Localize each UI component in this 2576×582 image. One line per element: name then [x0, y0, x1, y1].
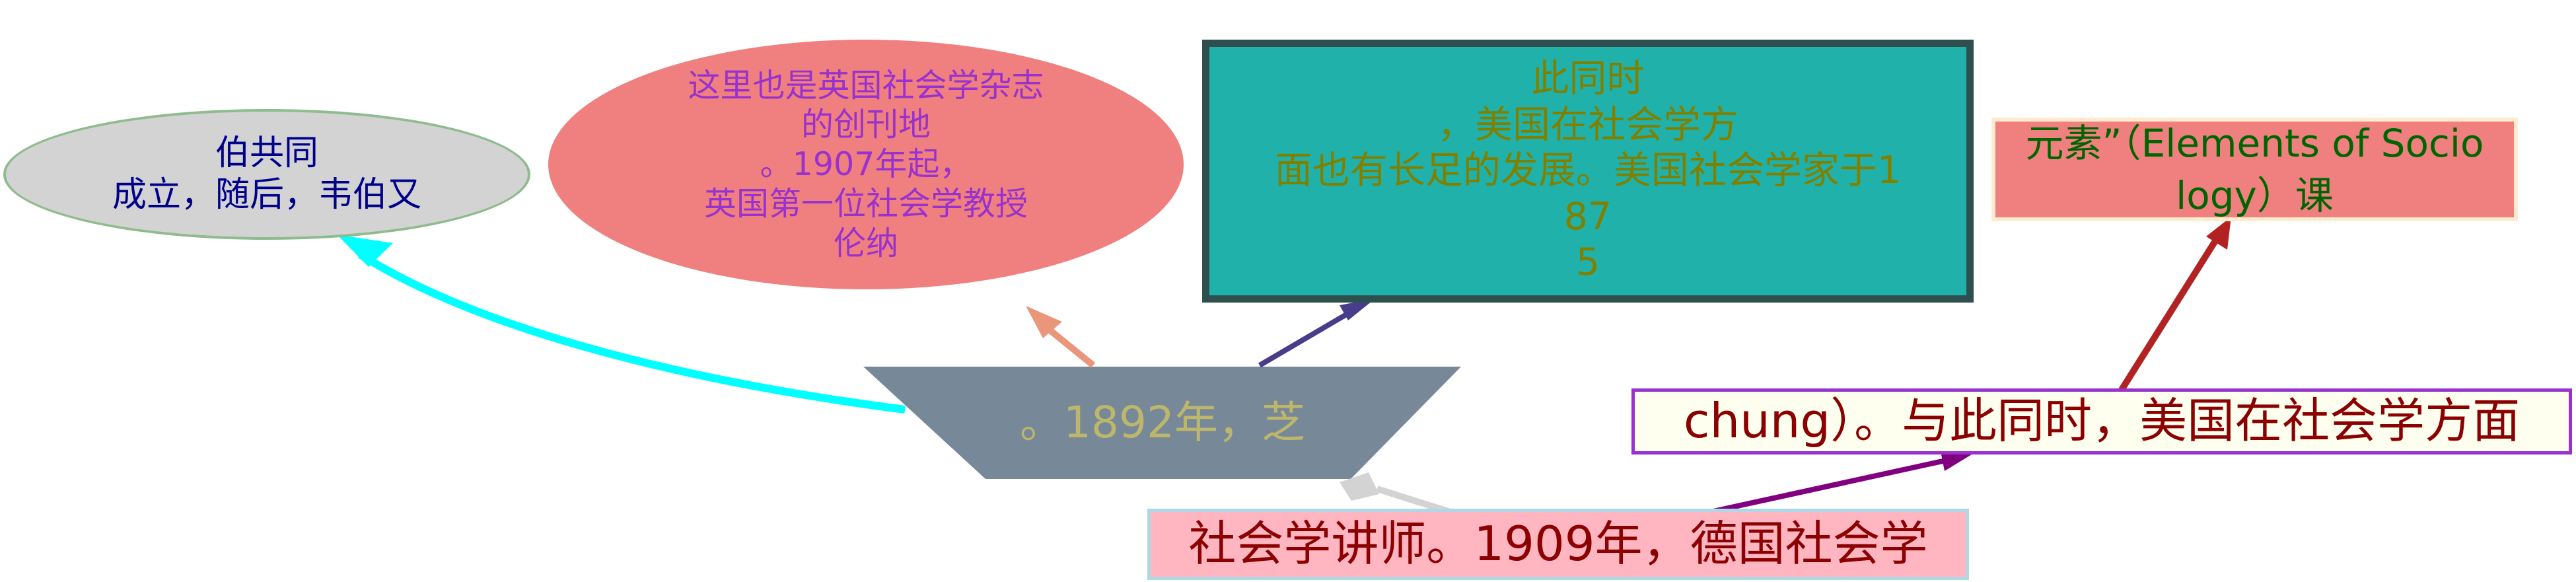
node-pink-box-label: 元素”（Elements of Socio logy）课 — [2025, 121, 2484, 218]
arrowhead-ellipse-red — [1026, 306, 1062, 338]
arrowhead-light-box — [1941, 451, 1972, 471]
node-teal-box-label: 此同时 ，美国在社会学方 面也有长足的发展。美国社会学家于1 87 5 — [1274, 57, 1902, 285]
node-bottom-box: 社会学讲师。1909年，德国社会学 — [1147, 509, 1969, 580]
node-ellipse-grey: 伯共同 成立，随后，韦伯又 — [3, 109, 530, 240]
trapezoid-shape — [863, 367, 1461, 479]
node-ellipse-red-label: 这里也是英国社会学杂志 的创刊地 。1907年起， 英国第一位社会学教授 伦纳 — [688, 66, 1044, 262]
node-teal-box: 此同时 ，美国在社会学方 面也有长足的发展。美国社会学家于1 87 5 — [1202, 40, 1974, 303]
node-trapezoid: 。1892年，芝 — [865, 367, 1460, 479]
edge-bottom-box-to-light-box — [1703, 456, 1952, 516]
node-ellipse-red: 这里也是英国社会学杂志 的创刊地 。1907年起， 英国第一位社会学教授 伦纳 — [548, 40, 1184, 289]
arrowhead-pink-box — [2206, 217, 2231, 250]
edge-trapezoid-to-ellipse-grey — [357, 250, 906, 414]
node-trapezoid-label: 。1892年，芝 — [1020, 396, 1305, 448]
edge-light-box-to-pink-box — [2118, 233, 2223, 392]
node-light-box: chung）。与此同时，美国在社会学方面 — [1631, 388, 2572, 455]
edge-trapezoid-to-teal-box — [1258, 307, 1357, 368]
node-ellipse-grey-label: 伯共同 成立，随后，韦伯又 — [112, 133, 421, 215]
arrowhead-teal-box — [1340, 299, 1375, 320]
node-bottom-box-label: 社会学讲师。1909年，德国社会学 — [1188, 516, 1928, 572]
arrowhead-trapezoid — [1340, 472, 1379, 501]
node-light-box-label: chung）。与此同时，美国在社会学方面 — [1683, 393, 2521, 449]
edge-trapezoid-to-ellipse-red — [1041, 322, 1096, 368]
node-pink-box: 元素”（Elements of Socio logy）课 — [1991, 118, 2518, 221]
arrowhead-ellipse-grey — [337, 235, 393, 267]
